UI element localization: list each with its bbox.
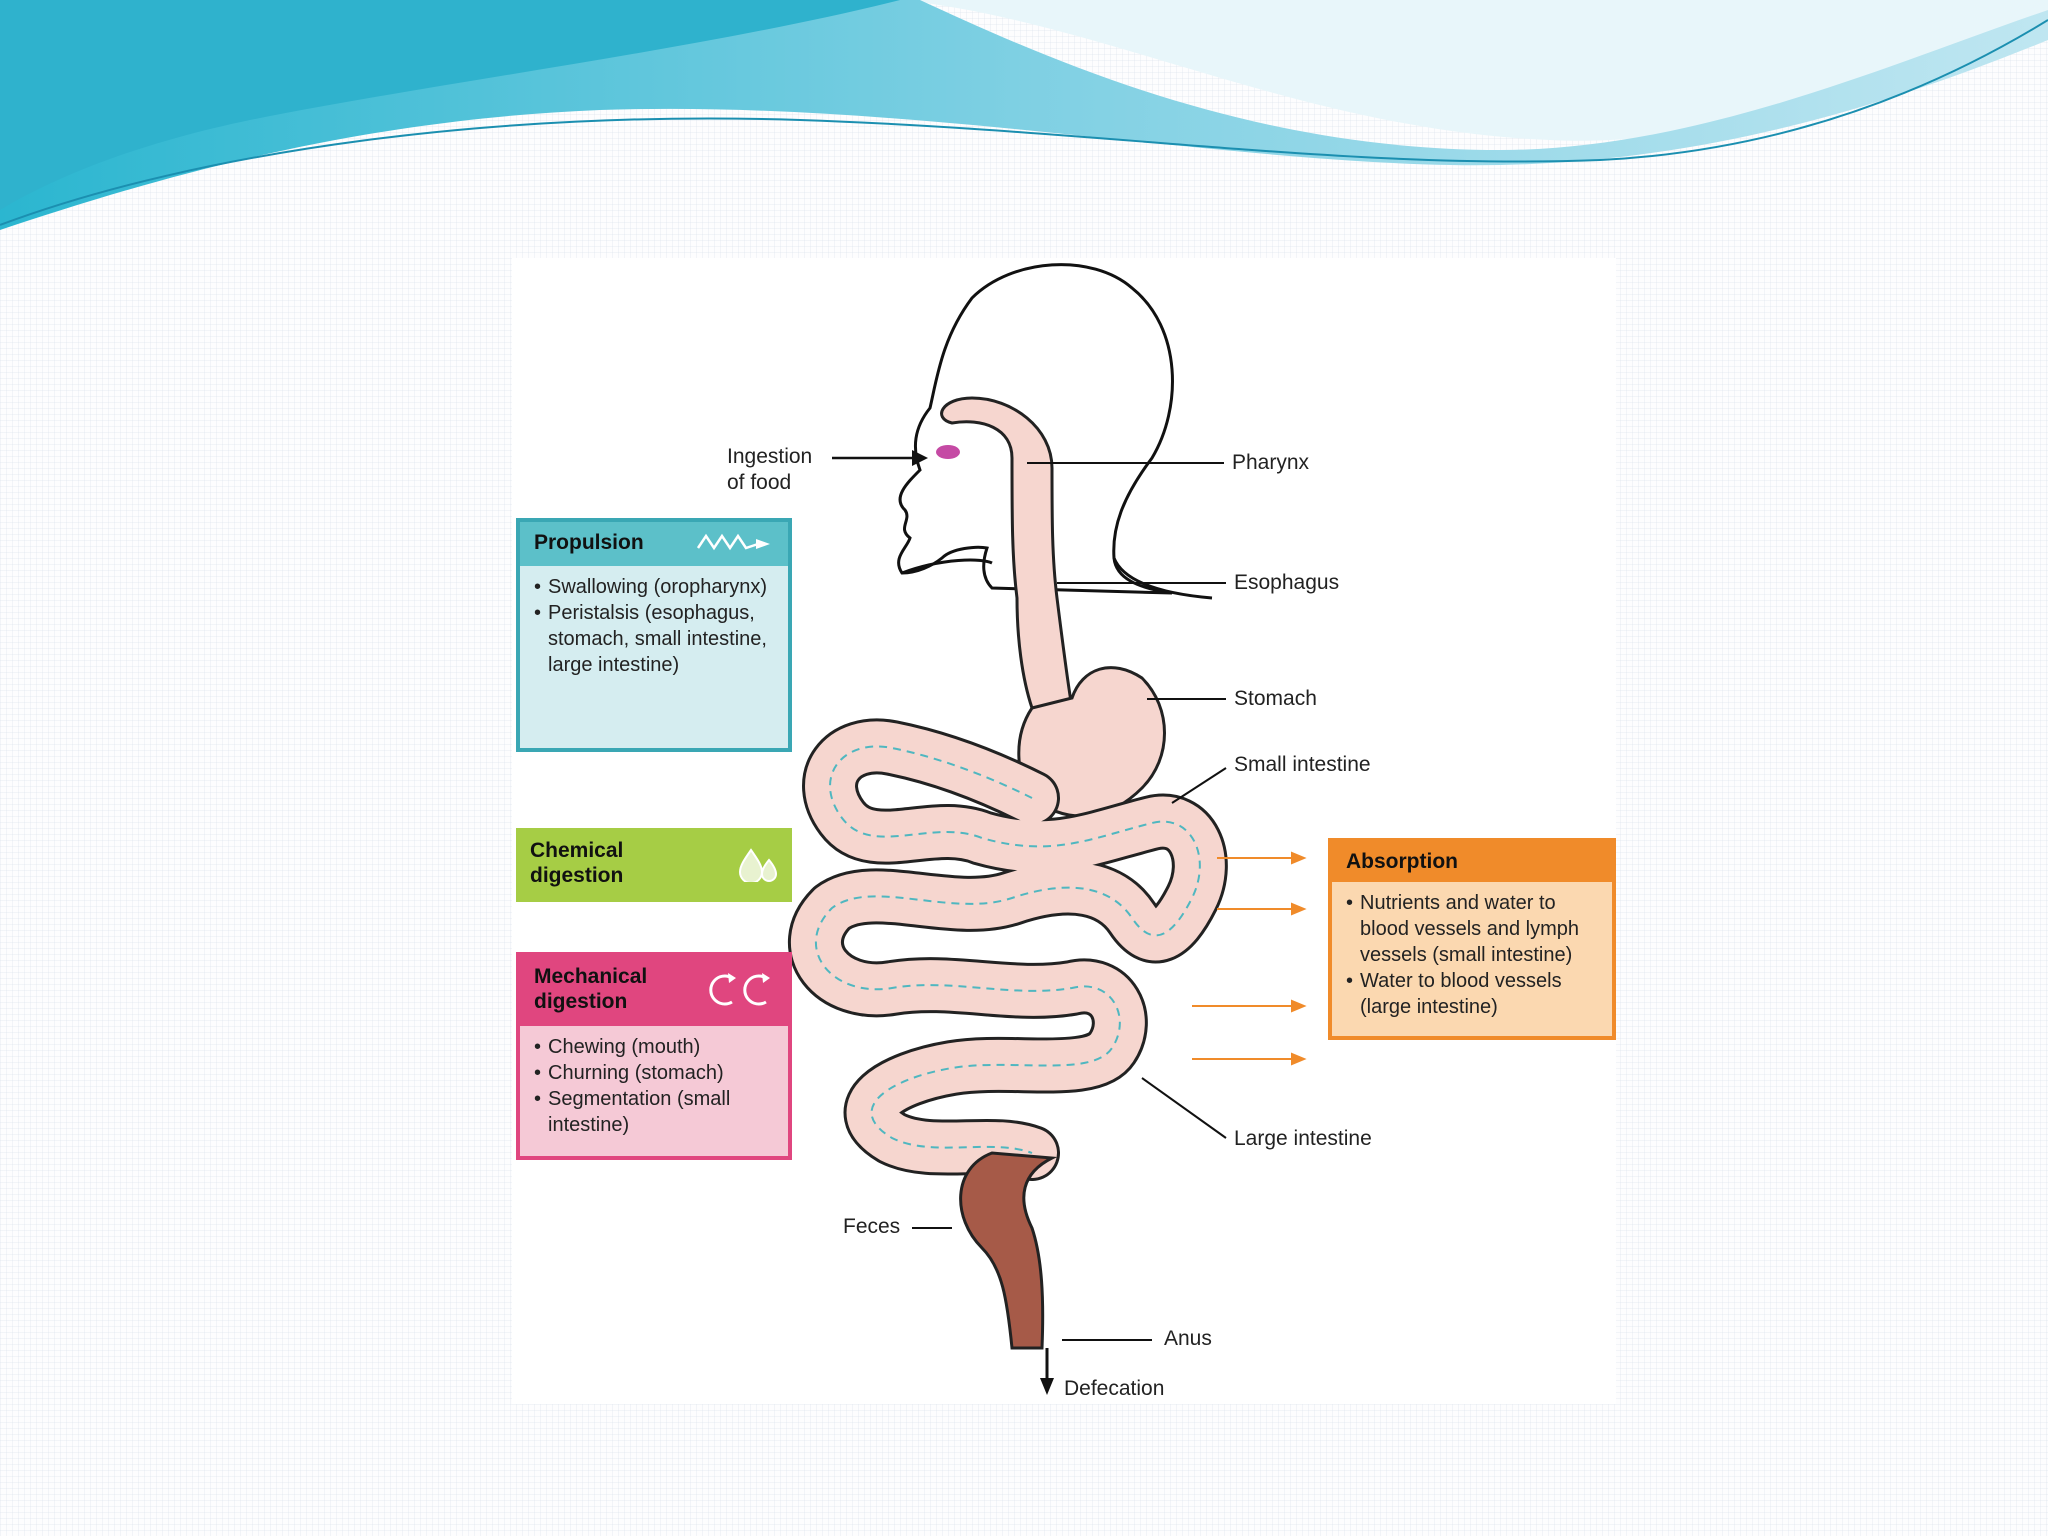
wave-arrow-icon (696, 533, 770, 551)
label-small-intestine: Small intestine (1234, 753, 1371, 776)
propulsion-item: Peristalsis (esophagus, stomach, small i… (534, 600, 778, 678)
label-stomach: Stomach (1234, 687, 1317, 710)
churning-arrows-icon (709, 973, 770, 1006)
rectum (959, 1151, 1058, 1350)
mechanical-item: Churning (stomach) (534, 1060, 778, 1086)
absorption-header: Absorption (1332, 842, 1612, 882)
droplets-icon (738, 848, 778, 882)
label-ingestion-line2: of food (727, 471, 792, 494)
chemical-title-line1: Chemical (530, 839, 624, 862)
label-feces: Feces (843, 1215, 901, 1238)
digestive-tract-illustration (788, 263, 1307, 1395)
mechanical-digestion-box: Mechanical digestion Chewing (mouth) Chu… (516, 952, 792, 1160)
propulsion-body: Swallowing (oropharynx) Peristalsis (eso… (520, 566, 788, 686)
label-large-intestine: Large intestine (1234, 1127, 1372, 1150)
chemical-title-line2: digestion (530, 864, 624, 887)
label-ingestion-line1: Ingestion (727, 445, 813, 468)
absorption-body: Nutrients and water to blood vessels and… (1332, 882, 1612, 1028)
digestive-system-figure: Ingestion of food Pharynx Esophagus Stom… (512, 258, 1616, 1404)
absorption-title: Absorption (1346, 850, 1458, 873)
mechanical-body: Chewing (mouth) Churning (stomach) Segme… (520, 1026, 788, 1146)
absorption-box: Absorption Nutrients and water to blood … (1328, 838, 1616, 1040)
mechanical-item: Chewing (mouth) (534, 1034, 778, 1060)
mechanical-title-line1: Mechanical (534, 965, 648, 988)
absorption-item: Nutrients and water to blood vessels and… (1346, 890, 1602, 968)
propulsion-box: Propulsion Swallowing (oropharynx) Peris… (516, 518, 792, 752)
absorption-item: Water to blood vessels (large intestine) (1346, 968, 1602, 1020)
header-wave (0, 0, 2048, 230)
mechanical-header: Mechanical digestion (520, 956, 788, 1026)
propulsion-item: Swallowing (oropharynx) (534, 574, 778, 600)
label-defecation: Defecation (1064, 1377, 1165, 1400)
propulsion-header: Propulsion (520, 522, 788, 566)
head-outline (897, 263, 1174, 595)
propulsion-title: Propulsion (534, 531, 644, 554)
label-anus: Anus (1164, 1327, 1212, 1350)
chemical-digestion-box: Chemical digestion (516, 828, 792, 902)
esophagus (940, 396, 1074, 710)
label-pharynx: Pharynx (1232, 451, 1310, 474)
mechanical-item: Segmentation (small intestine) (534, 1086, 778, 1138)
mechanical-title-line2: digestion (534, 990, 628, 1013)
label-esophagus: Esophagus (1234, 571, 1340, 594)
chemical-header: Chemical digestion (516, 828, 792, 896)
